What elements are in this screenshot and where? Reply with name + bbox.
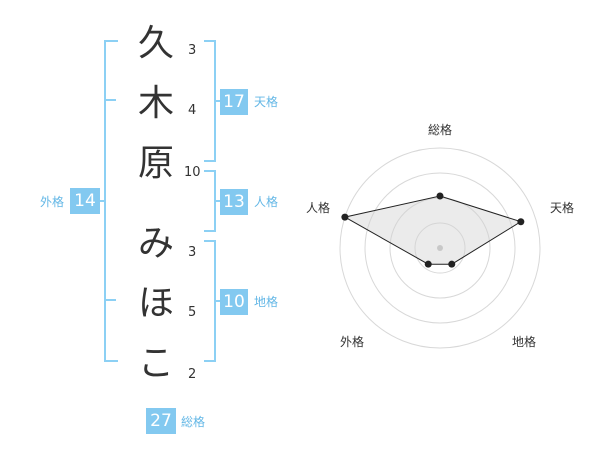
radar-point (341, 213, 349, 221)
radar-point (448, 260, 456, 268)
stroke-count-2: 4 (188, 103, 197, 118)
radar-point (436, 192, 444, 200)
radar-axis-label-jinkaku: 人格 (306, 200, 330, 215)
radar-ring (414, 222, 466, 274)
name-char-3: 原 (137, 143, 174, 184)
stroke-count-5: 5 (188, 305, 197, 320)
chikaku-badge: 10 (220, 289, 248, 315)
stroke-count-3: 10 (184, 165, 201, 180)
name-char-2: 木 (137, 83, 174, 124)
radar-axis-label-chikaku: 地格 (512, 334, 536, 349)
stroke-count-4: 3 (188, 245, 197, 260)
name-char-5: ほ (137, 283, 174, 324)
gaikaku-bracket-tick-upper (106, 99, 116, 101)
radar-ring (364, 172, 516, 324)
radar-axis-label-soukaku: 総格 (428, 122, 452, 137)
soukaku-badge: 27 (146, 408, 176, 434)
soukaku-label: 総格 (181, 415, 206, 429)
name-char-6: こ (137, 343, 174, 384)
gaikaku-connector (96, 200, 106, 202)
radar-center-dot (437, 245, 443, 251)
radar-ring (339, 147, 541, 349)
radar-axis-label-tenkaku: 天格 (550, 200, 574, 215)
chikaku-label: 地格 (254, 295, 279, 309)
gaikaku-label: 外格 (40, 195, 65, 209)
radar-point (517, 218, 525, 226)
stroke-count-6: 2 (188, 367, 197, 382)
gaikaku-bracket-tick-lower (106, 299, 116, 301)
jinkaku-connector (214, 200, 222, 202)
tenkaku-connector (214, 100, 222, 102)
jinkaku-label: 人格 (254, 195, 279, 209)
name-char-1: 久 (137, 23, 174, 64)
chikaku-connector (214, 300, 222, 302)
radar-shape (343, 195, 522, 265)
radar-axis-label-gaikaku: 外格 (340, 334, 364, 349)
radar-point (424, 260, 432, 268)
jinkaku-badge: 13 (220, 189, 248, 215)
stroke-count-1: 3 (188, 43, 197, 58)
tenkaku-label: 天格 (254, 95, 279, 109)
name-char-4: み (137, 223, 174, 264)
gaikaku-badge: 14 (70, 188, 100, 214)
tenkaku-badge: 17 (220, 89, 248, 115)
